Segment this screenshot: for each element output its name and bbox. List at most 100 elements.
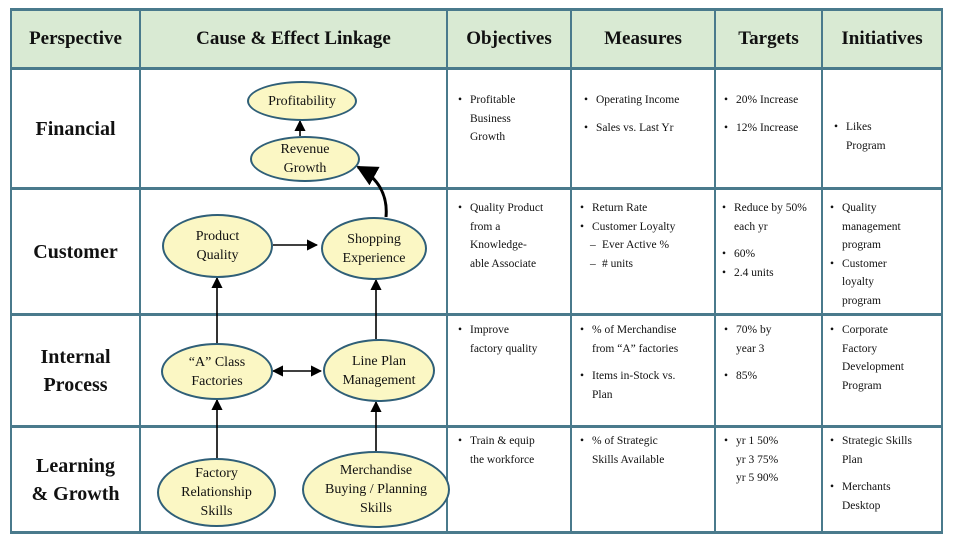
header-label: Objectives	[466, 27, 552, 49]
list-item: 85%	[722, 367, 818, 386]
targets-list: Reduce by 50% each yr 60%2.4 units	[720, 199, 818, 282]
arrow-shopping-to-revenue	[356, 165, 388, 218]
initiatives-list: Strategic Skills PlanMerchants Desktop	[828, 432, 938, 515]
header-label: Measures	[604, 27, 682, 49]
targets-internal-process: 70% by year 3 85%	[722, 321, 818, 386]
grid-line-col4	[714, 8, 716, 534]
list-item: Return Rate	[578, 199, 712, 218]
objectives-learning-growth: Train & equip the workforce	[456, 432, 568, 469]
initiatives-financial: Likes Program	[832, 118, 938, 155]
measures-learning-growth: % of Strategic Skills Available	[578, 432, 712, 469]
perspective-learning-growth: Learning & Growth	[12, 428, 139, 531]
header-label: Initiatives	[841, 27, 923, 49]
list-item: % of Strategic Skills Available	[578, 432, 712, 469]
list-item: yr 1 50% yr 3 75% yr 5 90%	[722, 432, 818, 488]
measures-list: Operating IncomeSales vs. Last Yr	[582, 91, 712, 137]
node-line-plan-management: Line Plan Management	[323, 339, 435, 402]
list-item: Profitable Business Growth	[456, 91, 566, 147]
objectives-list: Quality Product from a Knowledge- able A…	[456, 199, 568, 273]
measures-list: % of Merchandise from “A” factoriesItems…	[578, 321, 712, 404]
targets-learning-growth: yr 1 50% yr 3 75% yr 5 90%	[722, 432, 818, 488]
perspective-label: Customer	[33, 240, 118, 263]
objectives-list: Profitable Business Growth	[456, 91, 566, 147]
measures-list: Return RateCustomer LoyaltyEver Active %…	[578, 199, 712, 273]
node-a-class-factories: “A” Class Factories	[161, 343, 273, 400]
grid-line-row1	[10, 187, 943, 190]
node-shopping-experience: Shopping Experience	[321, 217, 427, 280]
grid-line-col3	[570, 8, 572, 534]
targets-list: yr 1 50% yr 3 75% yr 5 90%	[722, 432, 818, 488]
initiatives-internal-process: Corporate Factory Development Program	[828, 321, 938, 395]
grid-line-row3	[10, 425, 943, 428]
header-label: Perspective	[29, 27, 122, 49]
objectives-financial: Profitable Business Growth	[456, 91, 566, 147]
list-item: Improve factory quality	[456, 321, 568, 358]
measures-customer: Return RateCustomer LoyaltyEver Active %…	[578, 199, 712, 273]
perspective-label: Learning & Growth	[31, 454, 120, 505]
list-item: 20% Increase	[722, 91, 818, 110]
measures-internal-process: % of Merchandise from “A” factoriesItems…	[578, 321, 712, 404]
targets-financial: 20% Increase 12% Increase	[722, 91, 818, 137]
objectives-internal-process: Improve factory quality	[456, 321, 568, 358]
perspective-customer: Customer	[12, 190, 139, 313]
initiatives-list: Quality management programCustomer loyal…	[828, 199, 938, 310]
measures-financial: Operating IncomeSales vs. Last Yr	[582, 91, 712, 137]
list-item: 70% by year 3	[722, 321, 818, 358]
list-item: Customer loyalty program	[828, 255, 938, 311]
grid-line-header	[10, 67, 943, 70]
targets-customer: Reduce by 50% each yr 60%2.4 units	[720, 199, 818, 282]
perspective-internal-process: Internal Process	[12, 316, 139, 425]
node-profitability: Profitability	[247, 81, 357, 121]
targets-list: 70% by year 3 85%	[722, 321, 818, 386]
grid-line-col0	[10, 8, 12, 534]
initiatives-learning-growth: Strategic Skills PlanMerchants Desktop	[828, 432, 938, 515]
initiatives-customer: Quality management programCustomer loyal…	[828, 199, 938, 310]
list-item: Train & equip the workforce	[456, 432, 568, 469]
perspective-label: Internal Process	[40, 345, 111, 396]
initiatives-list: Corporate Factory Development Program	[828, 321, 938, 395]
list-item: Customer Loyalty	[578, 218, 712, 237]
list-item: 60%	[720, 245, 818, 264]
grid-line-row2	[10, 313, 943, 316]
list-item: 12% Increase	[722, 119, 818, 138]
list-item: Sales vs. Last Yr	[582, 119, 712, 138]
node-product-quality: Product Quality	[162, 214, 273, 278]
header-label: Targets	[738, 27, 799, 49]
list-item: Ever Active %	[578, 236, 712, 255]
list-item: Quality Product from a Knowledge- able A…	[456, 199, 568, 273]
grid-line-col2	[446, 8, 448, 534]
header-label: Cause & Effect Linkage	[196, 27, 391, 49]
list-item: Quality management program	[828, 199, 938, 255]
list-item: Strategic Skills Plan	[828, 432, 938, 469]
targets-list: 20% Increase 12% Increase	[722, 91, 818, 137]
perspective-financial: Financial	[12, 70, 139, 187]
grid-line-col6	[941, 8, 943, 534]
objectives-customer: Quality Product from a Knowledge- able A…	[456, 199, 568, 273]
list-item: Merchants Desktop	[828, 478, 938, 515]
perspective-label: Financial	[35, 117, 116, 140]
list-item: Items in-Stock vs. Plan	[578, 367, 712, 404]
list-item: Operating Income	[582, 91, 712, 110]
measures-list: % of Strategic Skills Available	[578, 432, 712, 469]
node-merchandise-buying-planning-skills: Merchandise Buying / Planning Skills	[302, 451, 450, 528]
list-item: 2.4 units	[720, 264, 818, 283]
header-measures: Measures	[572, 10, 714, 67]
list-item: Reduce by 50% each yr	[720, 199, 818, 236]
header-perspective: Perspective	[12, 10, 139, 67]
grid-line-bottom	[10, 531, 943, 534]
list-item: # units	[578, 255, 712, 274]
list-item: % of Merchandise from “A” factories	[578, 321, 712, 358]
objectives-list: Improve factory quality	[456, 321, 568, 358]
list-item: Likes Program	[832, 118, 938, 155]
node-factory-relationship-skills: Factory Relationship Skills	[157, 458, 276, 527]
objectives-list: Train & equip the workforce	[456, 432, 568, 469]
grid-line-top	[10, 8, 943, 11]
header-initiatives: Initiatives	[823, 10, 941, 67]
node-revenue-growth: Revenue Growth	[250, 136, 360, 182]
header-targets: Targets	[716, 10, 821, 67]
grid-line-col5	[821, 8, 823, 534]
header-cause-effect: Cause & Effect Linkage	[141, 10, 446, 67]
initiatives-list: Likes Program	[832, 118, 938, 155]
grid-line-col1	[139, 8, 141, 534]
list-item: Corporate Factory Development Program	[828, 321, 938, 395]
